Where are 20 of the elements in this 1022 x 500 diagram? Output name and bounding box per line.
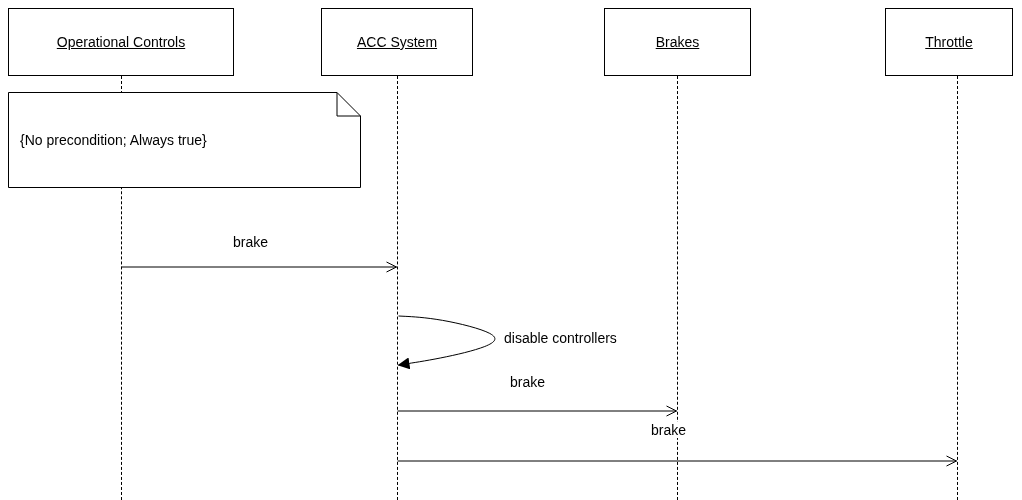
participant-name: ACC System <box>356 34 438 50</box>
participant-box <box>885 8 1013 76</box>
lifeline <box>121 76 122 500</box>
participant-name: Operational Controls <box>56 34 186 50</box>
message-label: brake <box>650 422 688 438</box>
message-label: brake <box>232 234 270 250</box>
lifeline <box>957 76 958 500</box>
message-label: brake <box>509 374 547 390</box>
self-message-arrow <box>397 315 496 370</box>
participant-box <box>8 8 234 76</box>
message-arrow <box>121 261 397 273</box>
participant-name: Throttle <box>925 34 973 50</box>
lifeline <box>397 76 398 500</box>
message-arrow <box>397 455 957 467</box>
message-arrow <box>397 405 677 417</box>
participant-box <box>321 8 473 76</box>
message-label: disable controllers <box>503 330 618 346</box>
note-text: {No precondition; Always true} <box>20 132 207 148</box>
participant-name: Brakes <box>655 34 700 50</box>
participant-box <box>604 8 751 76</box>
